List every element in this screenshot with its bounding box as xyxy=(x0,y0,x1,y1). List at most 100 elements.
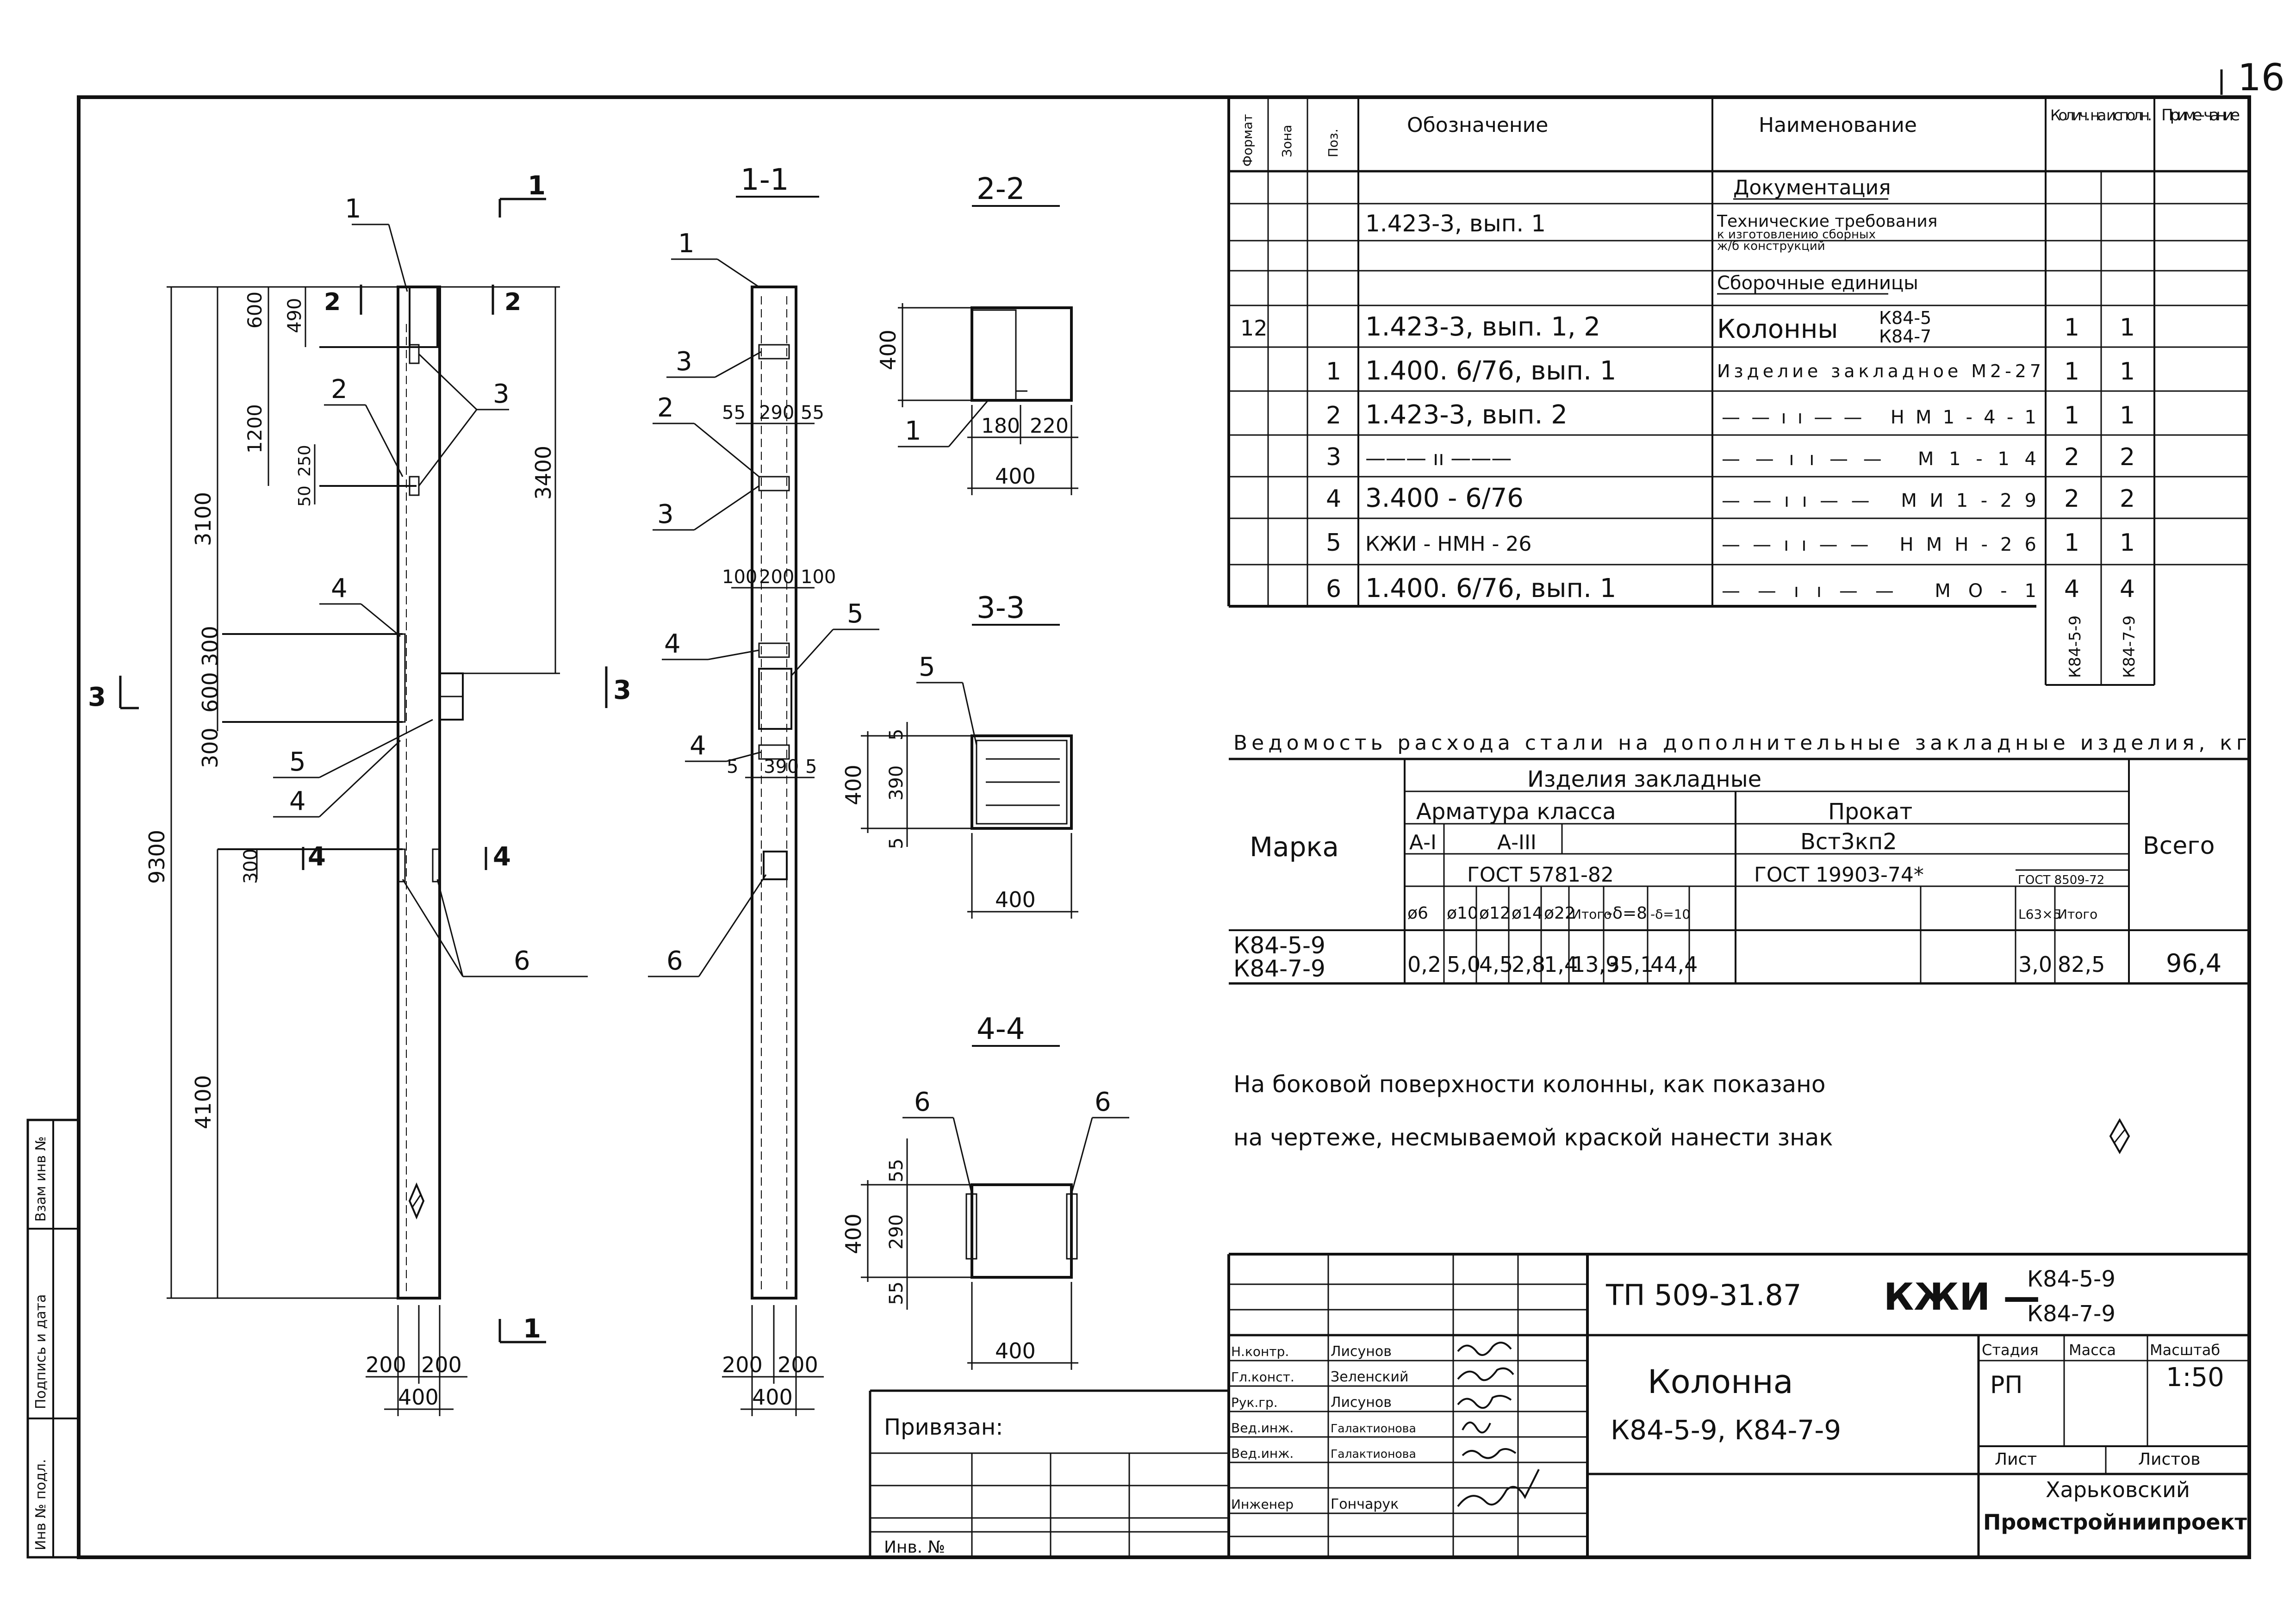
svg-text:4: 4 xyxy=(2120,575,2135,603)
steel-col-header: ø6 xyxy=(1407,904,1428,923)
svg-text:——ıı—— НМ1-4-1: ——ıı—— НМ1-4-1 xyxy=(1722,407,2036,428)
svg-text:К84-5-9, К84-7-9: К84-5-9, К84-7-9 xyxy=(1611,1414,1841,1446)
svg-text:ж/б конструкций: ж/б конструкций xyxy=(1717,239,1825,253)
svg-text:Подпись и дата: Подпись и дата xyxy=(33,1294,49,1410)
steel-col-header: ø10 xyxy=(1447,904,1478,923)
svg-text:Стадия: Стадия xyxy=(1982,1341,2039,1359)
svg-text:1: 1 xyxy=(2064,402,2079,429)
section-4-4: 4-4 400 55 290 55 400 6 6 xyxy=(841,1012,1129,1370)
svg-text:ГОСТ 8509-72: ГОСТ 8509-72 xyxy=(2018,873,2104,887)
svg-text:Всего: Всего xyxy=(2143,832,2215,860)
cut-mark-1-bottom: 1 xyxy=(498,1314,546,1344)
svg-text:200: 200 xyxy=(722,1352,763,1377)
svg-text:4: 4 xyxy=(2064,575,2079,603)
svg-text:5: 5 xyxy=(805,756,817,777)
steel-col-header: -δ=8 xyxy=(1606,904,1647,923)
svg-text:Прокат: Прокат xyxy=(1828,799,1912,825)
svg-text:5: 5 xyxy=(886,729,907,740)
svg-text:100: 100 xyxy=(722,566,757,588)
svg-text:12: 12 xyxy=(1240,316,1268,341)
svg-text:К84-7: К84-7 xyxy=(1879,326,1931,347)
specification-table: Формат Зона Поз. Обозначение Наименовани… xyxy=(1227,97,2249,686)
signature-5 xyxy=(1462,1448,1517,1459)
svg-text:100: 100 xyxy=(801,566,836,588)
svg-text:3: 3 xyxy=(1326,443,1341,471)
svg-text:Инженер: Инженер xyxy=(1231,1497,1294,1512)
svg-text:200: 200 xyxy=(421,1352,462,1377)
svg-text:490: 490 xyxy=(284,298,305,333)
steel-col-header: ø22 xyxy=(1544,904,1575,923)
steel-value: 44,4 xyxy=(1650,952,1698,977)
note-line-2: на чертеже, несмываемой краской нанести … xyxy=(1233,1124,1833,1151)
side-stamp: Инв № подл. Подпись и дата Взам инв № xyxy=(26,1119,80,1559)
svg-text:——— ıı ———: ——— ıı ——— xyxy=(1365,447,1512,470)
svg-text:Марка: Марка xyxy=(1250,831,1339,863)
steel-table-cells: ø60,2ø105,0ø124,5ø142,8ø221,4Итого13,9-δ… xyxy=(1233,886,2221,983)
svg-text:1.400. 6/76, вып. 1: 1.400. 6/76, вып. 1 xyxy=(1365,356,1616,386)
svg-text:290: 290 xyxy=(759,402,794,423)
steel-table: Ведомость расхода стали на дополнительны… xyxy=(1229,731,2249,985)
steel-value: 3,0 xyxy=(2018,952,2052,977)
svg-text:400: 400 xyxy=(995,1338,1036,1363)
svg-text:1: 1 xyxy=(678,229,695,259)
svg-text:Гл.конст.: Гл.конст. xyxy=(1231,1369,1294,1385)
svg-text:1: 1 xyxy=(2120,402,2135,429)
svg-text:290: 290 xyxy=(886,1214,907,1250)
svg-text:Приме- чание: Приме- чание xyxy=(2161,106,2240,124)
svg-text:Обозначение: Обозначение xyxy=(1407,113,1548,137)
svg-text:ГОСТ 19903-74*: ГОСТ 19903-74* xyxy=(1754,863,1924,887)
project-code: ТП 509-31.87 xyxy=(1605,1278,1801,1312)
svg-text:3.400 - 6/76: 3.400 - 6/76 xyxy=(1365,483,1524,513)
svg-text:390: 390 xyxy=(886,765,907,801)
section-4-4-title: 4-4 xyxy=(977,1012,1025,1046)
svg-text:4: 4 xyxy=(308,842,326,872)
svg-text:Инв № подл.: Инв № подл. xyxy=(33,1459,49,1550)
svg-text:Листов: Листов xyxy=(2138,1450,2200,1469)
steel-value: 2,8 xyxy=(1512,952,1545,977)
section-2-2-title: 2-2 xyxy=(977,172,1025,206)
steel-col-header: L63×5 xyxy=(2018,907,2061,922)
svg-text:300: 300 xyxy=(198,728,223,768)
svg-text:Харьковский: Харьковский xyxy=(2046,1477,2190,1502)
svg-text:250: 250 xyxy=(295,445,314,477)
drawing-name: Колонна xyxy=(1648,1363,1793,1401)
svg-text:4100: 4100 xyxy=(191,1075,216,1129)
svg-text:400: 400 xyxy=(841,1213,866,1254)
svg-text:55: 55 xyxy=(886,1281,907,1305)
section-3-3-title: 3-3 xyxy=(977,591,1025,625)
svg-text:Лисунов: Лисунов xyxy=(1331,1343,1392,1360)
svg-text:50: 50 xyxy=(295,485,314,507)
svg-text:1: 1 xyxy=(2120,358,2135,386)
svg-text:55: 55 xyxy=(722,402,746,423)
svg-text:——ıı—— МО-1: ——ıı—— МО-1 xyxy=(1722,580,2036,602)
svg-text:К84-7-9: К84-7-9 xyxy=(2120,616,2139,678)
svg-text:600: 600 xyxy=(243,292,266,329)
steel-col-header: -δ=10 xyxy=(1650,907,1690,922)
svg-text:А-I: А-I xyxy=(1409,831,1437,854)
svg-text:Галактионова: Галактионова xyxy=(1331,1447,1416,1461)
signature-3 xyxy=(1457,1395,1512,1409)
svg-text:2: 2 xyxy=(2064,485,2079,513)
svg-text:Н.контр.: Н.контр. xyxy=(1231,1344,1289,1359)
steel-value: 4,5 xyxy=(1479,952,1513,977)
svg-text:1:50: 1:50 xyxy=(2166,1362,2224,1393)
svg-text:3400: 3400 xyxy=(531,446,556,500)
svg-text:400: 400 xyxy=(995,464,1036,489)
note-line-1: На боковой поверхности колонны, как пока… xyxy=(1233,1071,1825,1098)
steel-value: 5,0 xyxy=(1447,952,1481,977)
svg-text:РП: РП xyxy=(1990,1371,2022,1399)
cut-mark-3-right: 3 xyxy=(605,666,631,708)
svg-text:Вед.инж.: Вед.инж. xyxy=(1231,1420,1294,1436)
section-1-1: 1-1 55 290 55 100 200 100 5 390 5 200 20… xyxy=(648,163,879,1416)
section-2-2: 2-2 400 180 220 400 1 xyxy=(876,172,1078,495)
svg-text:Документация: Документация xyxy=(1733,176,1891,199)
svg-text:2: 2 xyxy=(504,288,521,316)
svg-text:А-III: А-III xyxy=(1497,831,1537,854)
steel-mark-2: К84-7-9 xyxy=(1233,955,1325,982)
svg-text:4: 4 xyxy=(289,786,306,816)
svg-text:1: 1 xyxy=(345,194,361,224)
signature-4 xyxy=(1462,1421,1491,1434)
svg-text:4: 4 xyxy=(1326,485,1341,513)
signature-1 xyxy=(1457,1342,1512,1356)
